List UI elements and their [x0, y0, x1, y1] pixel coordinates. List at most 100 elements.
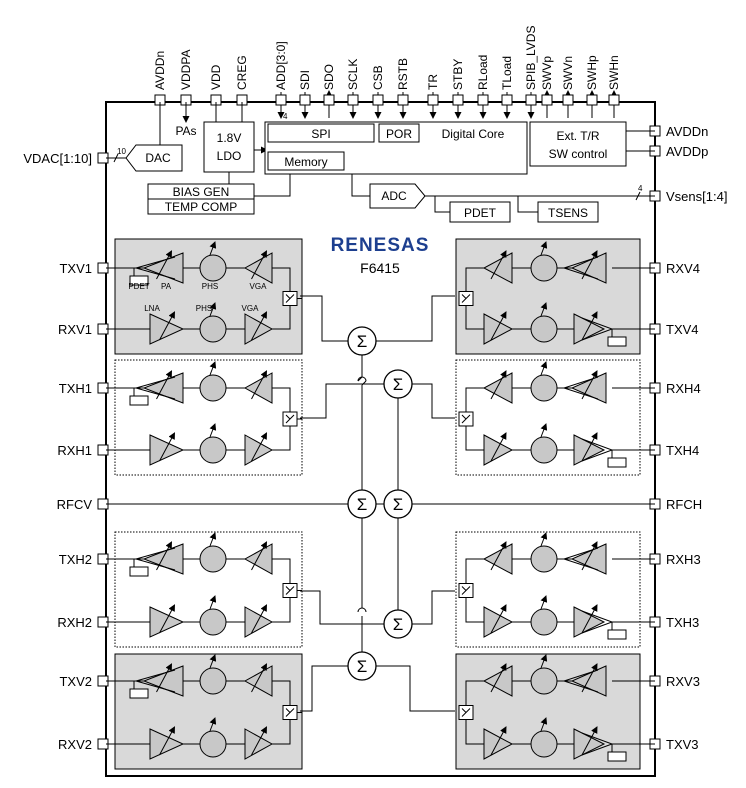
temp-comp-label: TEMP COMP	[165, 200, 237, 214]
pin-txh2: TXH2	[59, 552, 109, 567]
pin-label: VDAC[1:10]	[23, 151, 92, 166]
pin-rload: RLoad	[476, 55, 490, 119]
adc-block: ADC 4 PDET TSENS	[351, 174, 655, 223]
sum-symbol: Σ	[393, 375, 404, 394]
pin-label: VDD	[209, 64, 223, 90]
pin-label: SCLK	[346, 59, 360, 90]
pin-swhn: SWHn	[607, 55, 621, 118]
pin-label: TXV4	[666, 322, 699, 337]
pin-rstb: RSTB	[396, 58, 410, 119]
pin-label: TXV3	[666, 737, 699, 752]
pin-rfch: RFCH	[649, 497, 702, 512]
channel-v4	[455, 238, 655, 355]
part-number: F6415	[360, 260, 400, 276]
pin-label: SDI	[298, 70, 312, 90]
pin-avddp: AVDDp	[649, 144, 708, 159]
pin-label: TXV1	[59, 261, 92, 276]
pin-txh4: TXH4	[649, 443, 699, 458]
pin-label: TXH1	[59, 381, 92, 396]
pin-swvn: SWVn	[561, 56, 575, 118]
pin-label: AVDDp	[666, 144, 708, 159]
block-label-pdet: PDET	[128, 282, 149, 291]
pin-txh1: TXH1	[59, 381, 109, 396]
sw-control-label: SW control	[549, 147, 608, 161]
memory-label: Memory	[284, 155, 327, 169]
block-label-vga: VGA	[250, 282, 268, 291]
pin-label: RSTB	[396, 58, 410, 90]
digital-core-block: SPI POR Digital Core Memory 4	[264, 112, 528, 175]
renesas-logo: RENESAS F6415	[331, 235, 429, 276]
pin-sclk: SCLK	[346, 59, 360, 119]
pin-rxv2: RXV2	[58, 737, 109, 752]
bias-gen-label: BIAS GEN	[173, 185, 230, 199]
ldo-label: LDO	[217, 149, 242, 163]
pin-add-3-0: ADD[3:0]	[274, 41, 288, 119]
pin-txh3: TXH3	[649, 615, 699, 630]
pin-tr: TR	[426, 74, 440, 119]
pin-label: RXV1	[58, 322, 92, 337]
pin-vdac-1-10: VDAC[1:10]	[23, 151, 109, 166]
ldo-block: 1.8V LDO	[203, 102, 268, 184]
pin-label: SWHp	[585, 55, 599, 90]
pin-sdo: SDO	[322, 64, 336, 118]
channel-h3	[455, 531, 655, 648]
block-label-pa: PA	[161, 282, 172, 291]
pin-swhp: SWHp	[585, 55, 599, 118]
pin-label: TR	[426, 74, 440, 90]
pin-rxh3: RXH3	[649, 552, 701, 567]
dac-block: DAC 10	[106, 102, 183, 172]
block-label-phs: PHS	[196, 304, 212, 313]
vsens-bus-width: 4	[638, 184, 643, 193]
pin-avddn: AVDDn	[649, 124, 708, 139]
pin-label: RXH4	[666, 381, 701, 396]
digital-core-label: Digital Core	[442, 127, 505, 141]
pin-spib-lvds: SPIB_LVDS	[524, 26, 538, 119]
pin-label: VDDPA	[179, 50, 193, 90]
combiner-sum-v-bottom: Σ	[347, 651, 377, 681]
pin-sdi: SDI	[298, 70, 312, 119]
combiner-sum-h-rfc: Σ	[383, 489, 413, 519]
pin-label: RFCV	[57, 497, 93, 512]
dac-bus-width: 10	[117, 147, 126, 156]
pin-label: RXH1	[57, 443, 92, 458]
pin-label: ADD[3:0]	[274, 41, 288, 90]
pin-label: TXH2	[59, 552, 92, 567]
pin-label: Vsens[1:4]	[666, 189, 727, 204]
pin-txv1: TXV1	[59, 261, 109, 276]
pin-label: CSB	[371, 65, 385, 90]
sum-symbol: Σ	[357, 495, 368, 514]
pin-vddpa: VDDPA	[179, 50, 193, 106]
spi-label: SPI	[311, 127, 330, 141]
pas-label: PAs	[175, 124, 196, 138]
pin-rxv1: RXV1	[58, 322, 109, 337]
ldo-voltage: 1.8V	[217, 131, 242, 145]
tsens-label: TSENS	[548, 206, 588, 220]
ext-tr-block: Ext. T/R SW control	[529, 121, 655, 167]
por-label: POR	[386, 127, 412, 141]
sum-symbol: Σ	[357, 332, 368, 351]
left-pins: VDAC[1:10]TXV1RXV1TXH1RXH1RFCVTXH2RXH2TX…	[23, 151, 109, 752]
block-label-lna: LNA	[144, 304, 160, 313]
pin-rxv4: RXV4	[649, 261, 700, 276]
pin-label: SWHn	[607, 55, 621, 90]
channel-h1	[106, 359, 303, 476]
pin-txv2: TXV2	[59, 674, 109, 689]
pin-label: TXV2	[59, 674, 92, 689]
channel-v2	[106, 653, 303, 770]
block-label-vga: VGA	[242, 304, 260, 313]
pin-txv4: TXV4	[649, 322, 699, 337]
pin-label: RXV4	[666, 261, 700, 276]
combiner-sum-v-top: Σ	[347, 326, 377, 356]
pin-label: RXV2	[58, 737, 92, 752]
dac-label: DAC	[145, 151, 171, 165]
pdet-label: PDET	[464, 206, 497, 220]
ext-tr-label: Ext. T/R	[556, 129, 599, 143]
pin-label: AVDDn	[666, 124, 708, 139]
sum-symbol: Σ	[357, 657, 368, 676]
pin-csb: CSB	[371, 65, 385, 119]
pin-label: TLoad	[500, 56, 514, 90]
combiner-sum-h-bottom: Σ	[383, 609, 413, 639]
